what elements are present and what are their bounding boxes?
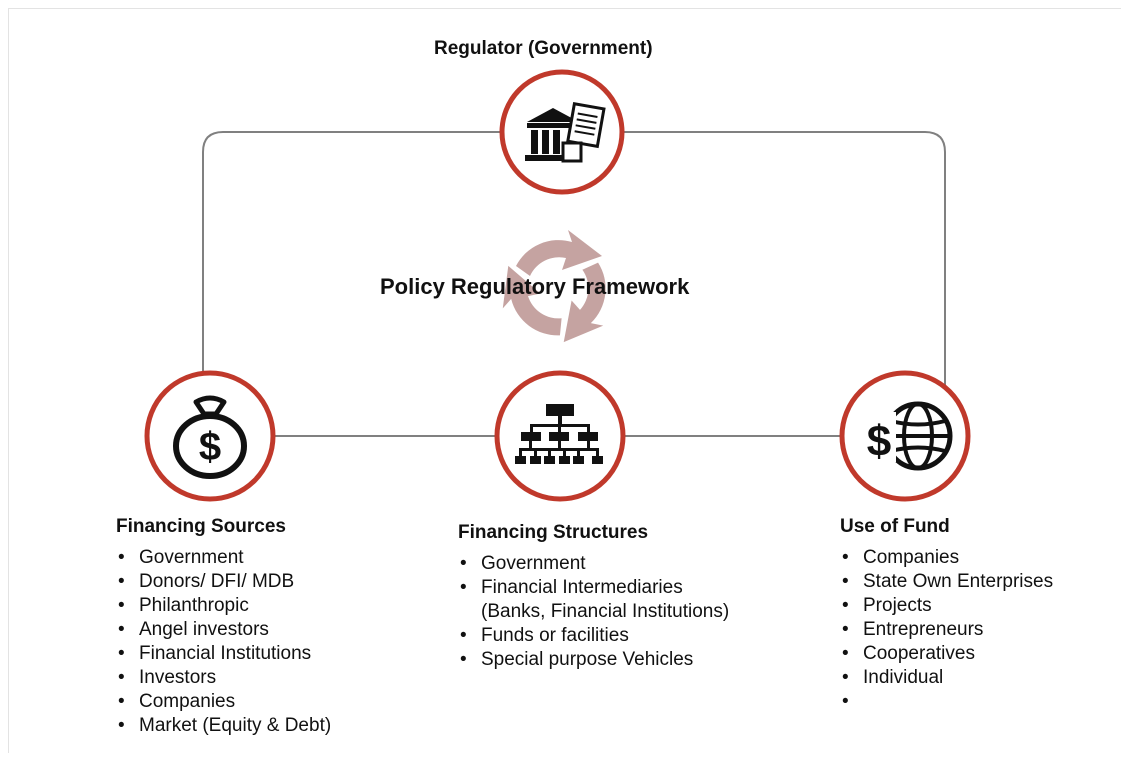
dollar-globe-icon: $: [862, 401, 953, 471]
sources-list: Government Donors/ DFI/ MDB Philanthropi…: [116, 546, 331, 738]
org-chart-icon: [515, 404, 603, 464]
svg-text:$: $: [199, 425, 221, 469]
list-item: Funds or facilities: [458, 624, 729, 648]
list-item: Investors: [116, 666, 331, 690]
regulator-node: [499, 69, 625, 195]
list-item: State Own Enterprises: [840, 570, 1053, 594]
list-item: Government: [116, 546, 331, 570]
list-item: Special purpose Vehicles: [458, 648, 729, 672]
sources-title: Financing Sources: [116, 516, 286, 537]
use-title: Use of Fund: [840, 516, 950, 537]
use-node: $: [839, 370, 971, 502]
use-section: Use of Fund Companies State Own Enterpri…: [840, 516, 1053, 714]
list-item: Companies: [840, 546, 1053, 570]
list-item: Cooperatives: [840, 642, 1053, 666]
list-item: Companies: [116, 690, 331, 714]
frame-left-border: [8, 8, 9, 753]
list-item: Projects: [840, 594, 1053, 618]
money-bag-icon: $: [173, 395, 247, 479]
cycle-arrows-icon: [502, 230, 606, 343]
center-label: Policy Regulatory Framework: [380, 274, 690, 299]
list-item: Individual: [840, 666, 1053, 690]
list-item-line: Financial Intermediaries: [481, 577, 683, 598]
list-item: Financial Intermediaries (Banks, Financi…: [458, 576, 729, 624]
list-item: Government: [458, 552, 729, 576]
frame-top-border: [8, 8, 1121, 9]
structures-list: Government Financial Intermediaries (Ban…: [458, 552, 729, 672]
svg-text:$: $: [867, 417, 891, 466]
list-item: Angel investors: [116, 618, 331, 642]
structures-title: Financing Structures: [458, 522, 649, 543]
structures-section: Financing Structures Government Financia…: [458, 522, 729, 672]
use-list: Companies State Own Enterprises Projects…: [840, 546, 1053, 714]
list-item: Market (Equity & Debt): [116, 714, 331, 738]
list-item: Entrepreneurs: [840, 618, 1053, 642]
regulator-title: Regulator (Government): [434, 38, 653, 59]
list-item: Philanthropic: [116, 594, 331, 618]
bank-document-icon: [525, 102, 606, 163]
sources-section: Financing Sources Government Donors/ DFI…: [116, 516, 331, 738]
sources-node: $: [144, 370, 276, 502]
structures-node: [494, 370, 626, 502]
list-item: Donors/ DFI/ MDB: [116, 570, 331, 594]
list-item: Financial Institutions: [116, 642, 331, 666]
list-item-line: (Banks, Financial Institutions): [481, 601, 730, 622]
